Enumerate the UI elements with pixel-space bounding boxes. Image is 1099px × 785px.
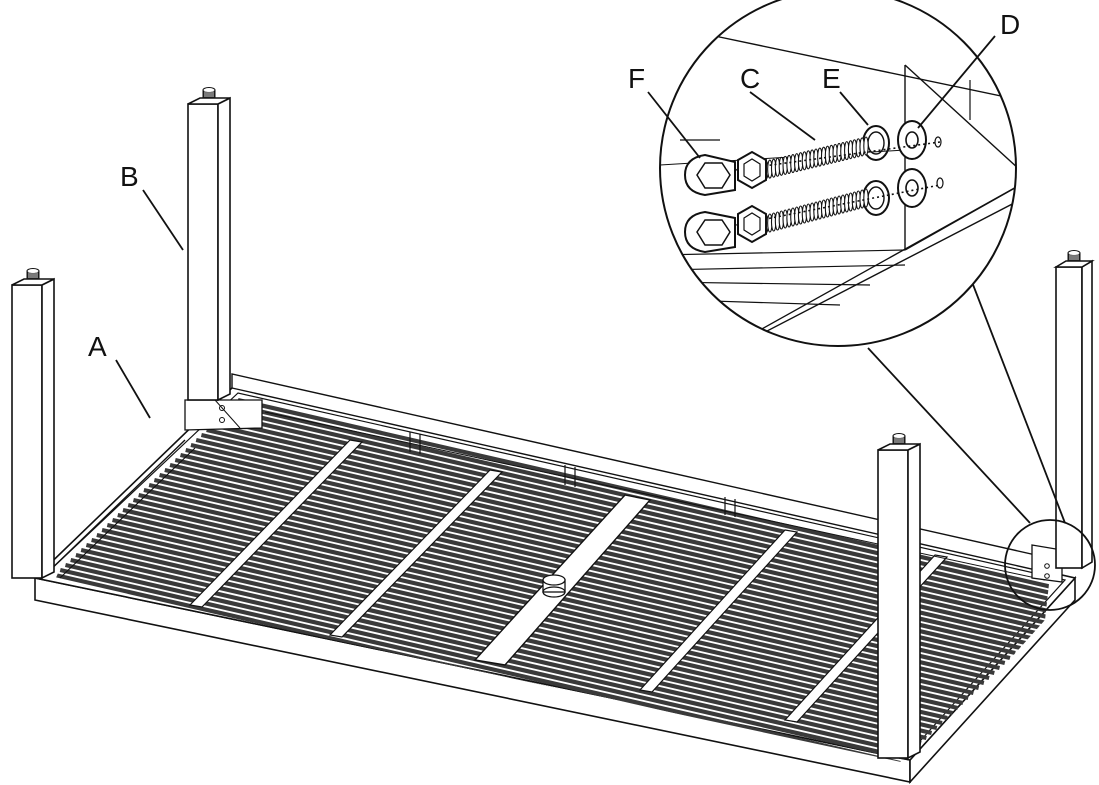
zoom-detail <box>659 0 1017 347</box>
detail-source-circle <box>1004 519 1096 611</box>
label-D: D <box>1000 9 1020 40</box>
flat-washer-D <box>897 120 927 208</box>
cross-brace <box>188 439 364 608</box>
leg-front-right <box>877 433 921 760</box>
corner-bracket-back-right <box>1031 544 1063 583</box>
bolt-thread <box>863 136 869 156</box>
leader-lines <box>115 35 996 419</box>
end-cap-F <box>683 153 736 254</box>
corner-bracket-back-left <box>184 399 263 431</box>
zoom-connector-left <box>867 347 1031 524</box>
callout-labels: A B C D E F <box>88 9 1020 362</box>
label-F: F <box>628 63 645 94</box>
center-hub <box>542 574 566 598</box>
leg-back-right <box>1053 250 1095 570</box>
leg-back-left-B <box>187 87 231 402</box>
bolt-thread <box>863 188 869 208</box>
leg-front-left <box>11 268 55 580</box>
cross-brace <box>328 469 504 638</box>
zoom-connector-right <box>971 281 1066 524</box>
label-B: B <box>120 161 139 192</box>
left-rail-A <box>44 439 196 579</box>
label-A: A <box>88 331 107 362</box>
hex-nut <box>737 150 767 244</box>
cross-brace <box>638 529 799 693</box>
table-legs <box>11 87 1095 760</box>
label-E: E <box>822 63 841 94</box>
label-C: C <box>740 63 760 94</box>
